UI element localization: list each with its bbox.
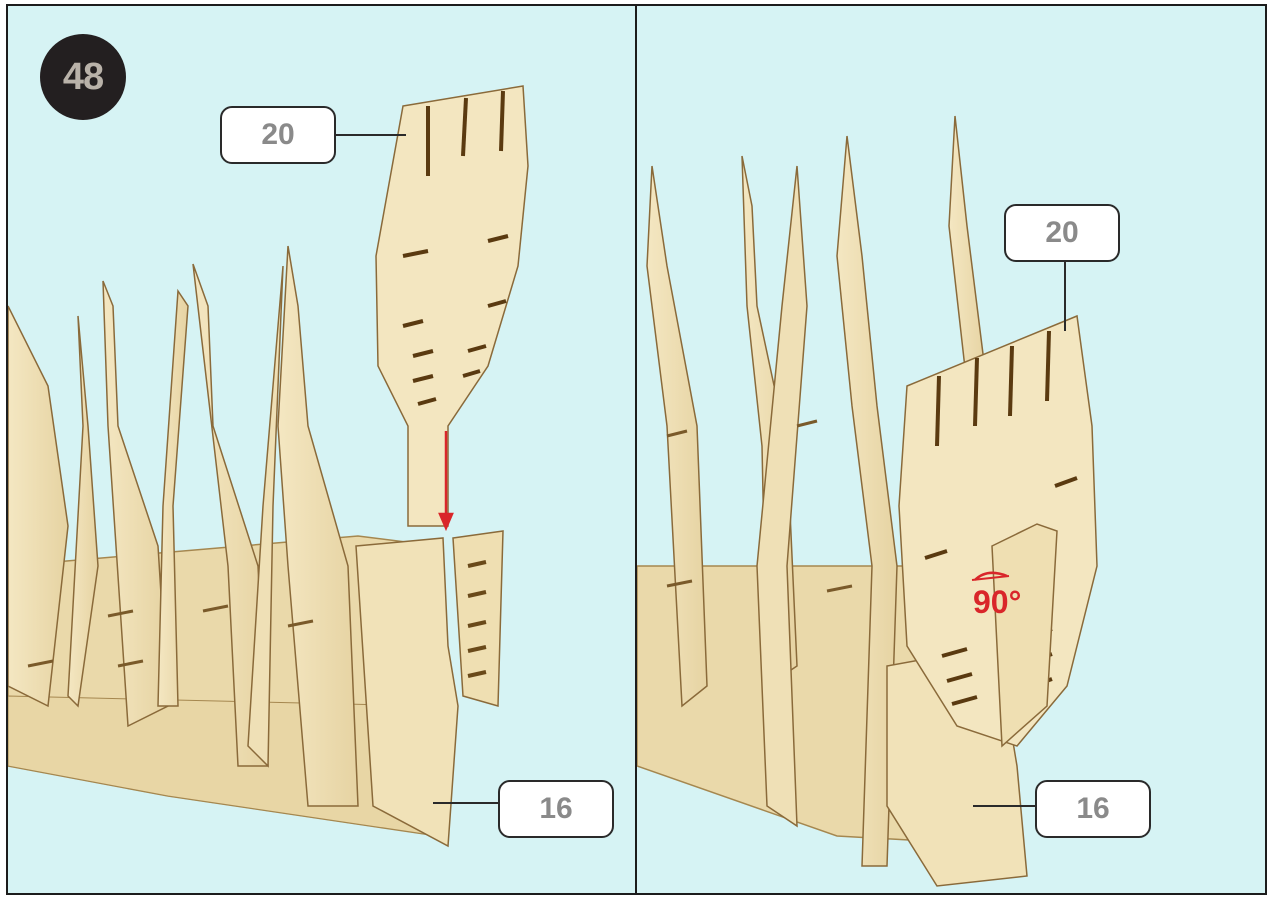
angle-label: 90° — [973, 584, 1021, 621]
instruction-sheet: 48 20 16 — [6, 4, 1267, 895]
left-panel: 48 20 16 — [8, 6, 635, 893]
part-20 — [376, 86, 528, 526]
right-panel: 20 16 90° — [637, 6, 1267, 893]
part-20-callout: 20 — [220, 106, 336, 164]
part-16-callout: 16 — [498, 780, 614, 838]
part-16-callout: 16 — [1035, 780, 1151, 838]
part-16-comb — [453, 531, 503, 706]
right-illustration — [637, 6, 1267, 893]
part-20-callout: 20 — [1004, 204, 1120, 262]
part-16-comb — [992, 524, 1057, 746]
step-number-badge: 48 — [40, 34, 126, 120]
part-20 — [899, 316, 1097, 746]
